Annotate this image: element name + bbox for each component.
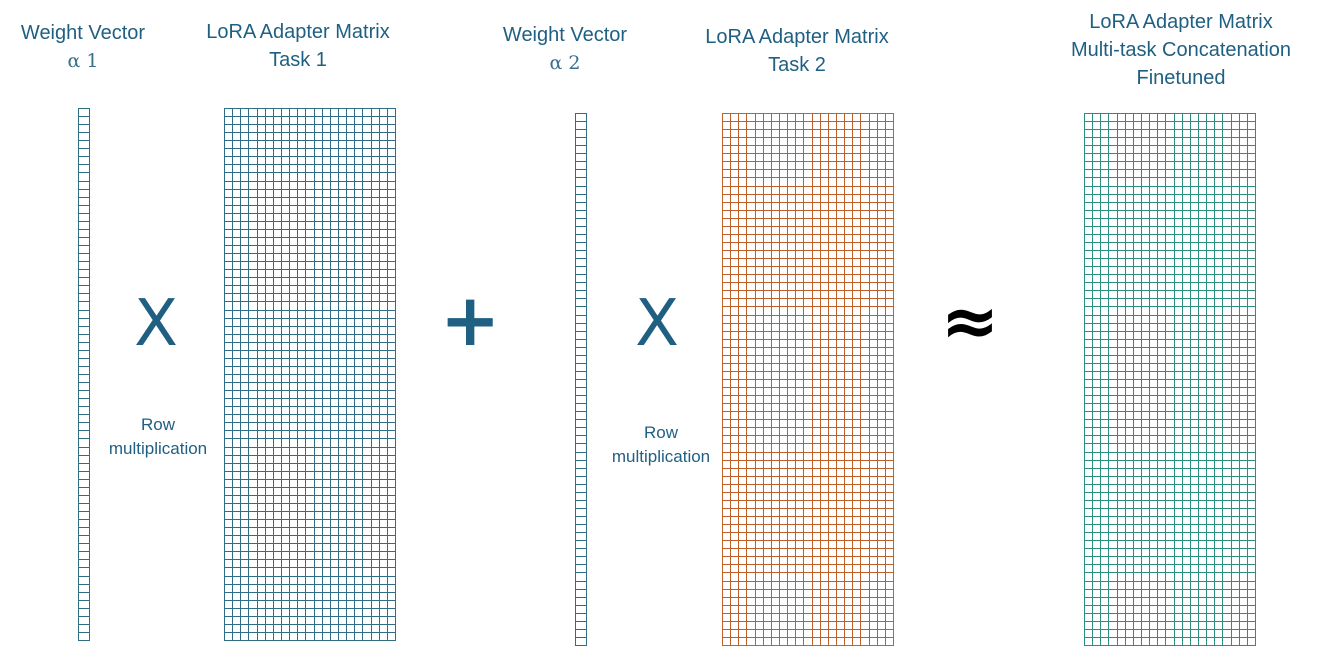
adapter-task-1-grid — [224, 108, 396, 641]
alpha-1-symbol: α 1 — [67, 50, 99, 72]
adapter-task-1-subtitle: Task 1 — [269, 49, 327, 71]
adapter-task-2-label: LoRA Adapter Matrix Task 2 — [687, 23, 907, 79]
adapter-task-1-label: LoRA Adapter Matrix Task 1 — [188, 18, 408, 74]
adapter-task-2-subtitle: Task 2 — [768, 54, 826, 76]
adapter-finetuned-title: LoRA Adapter Matrix — [1089, 11, 1273, 33]
plus-symbol: + — [440, 278, 501, 362]
row-multiplication-2-note: Row multiplication — [599, 421, 723, 469]
row-multiplication-1-line1: Row — [140, 415, 175, 434]
row-multiplication-2-line1: Row — [643, 423, 678, 442]
alpha-2-symbol: α 2 — [549, 52, 581, 74]
row-multiplication-2-line2: multiplication — [611, 447, 711, 466]
adapter-task-2-title: LoRA Adapter Matrix — [705, 26, 889, 48]
weight-vector-1-label: Weight Vector α 1 — [0, 19, 166, 75]
adapter-task-1-title: LoRA Adapter Matrix — [206, 21, 390, 43]
adapter-task-2-grid — [722, 113, 894, 646]
weight-vector-2-label: Weight Vector α 2 — [482, 21, 648, 77]
adapter-finetuned-status: Finetuned — [1136, 67, 1226, 89]
row-multiplication-1-note: Row multiplication — [96, 413, 220, 461]
weight-vector-2-title: Weight Vector — [502, 24, 628, 46]
multiply-2-symbol: X — [635, 287, 679, 361]
weight-vector-1-title: Weight Vector — [20, 22, 146, 44]
approx-symbol: ≈ — [940, 280, 1000, 362]
adapter-finetuned-grid — [1084, 113, 1256, 646]
adapter-finetuned-label: LoRA Adapter Matrix Multi-task Concatena… — [1045, 8, 1317, 92]
weight-vector-2-grid — [575, 113, 587, 646]
row-multiplication-1-line2: multiplication — [108, 439, 208, 458]
weight-vector-1-grid — [78, 108, 90, 641]
multiply-1-symbol: X — [134, 287, 178, 361]
adapter-finetuned-subtitle: Multi-task Concatenation — [1070, 39, 1292, 61]
